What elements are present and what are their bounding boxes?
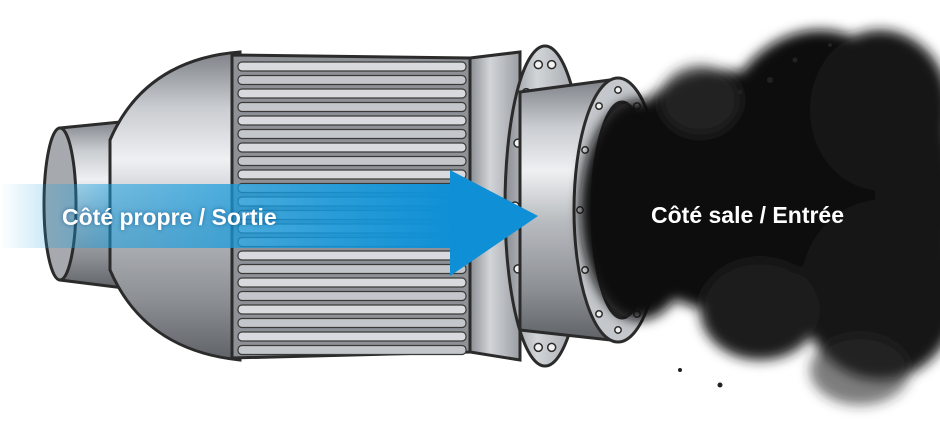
pleat (237, 88, 467, 99)
bolt (595, 102, 603, 111)
smoke-particles (678, 43, 832, 388)
pleat (237, 61, 467, 72)
pleat (237, 304, 467, 315)
pleat (237, 317, 467, 329)
bolt (614, 86, 622, 94)
pleat (237, 155, 467, 167)
flow-arrow (0, 170, 538, 276)
pleat (237, 290, 467, 302)
pleat (237, 128, 467, 140)
pleat (237, 169, 467, 180)
bolt (546, 59, 557, 70)
bolt (581, 146, 590, 154)
pleat (237, 115, 467, 126)
pleat (237, 74, 467, 86)
pleat (237, 101, 467, 113)
bolt (581, 266, 590, 274)
bolt (595, 309, 603, 318)
pleat (237, 277, 467, 288)
smoke-cloud (580, 30, 940, 405)
bolt (533, 59, 544, 70)
pleat (237, 344, 467, 356)
pleat (237, 331, 467, 342)
pleat (237, 250, 467, 261)
pleat (237, 142, 467, 153)
clean-side-label: Côté propre / Sortie (62, 204, 277, 230)
pleat (237, 263, 467, 275)
bolt (546, 342, 557, 353)
dirty-side-label: Côté sale / Entrée (651, 202, 845, 228)
bolt (614, 326, 622, 334)
bolt (533, 342, 544, 353)
